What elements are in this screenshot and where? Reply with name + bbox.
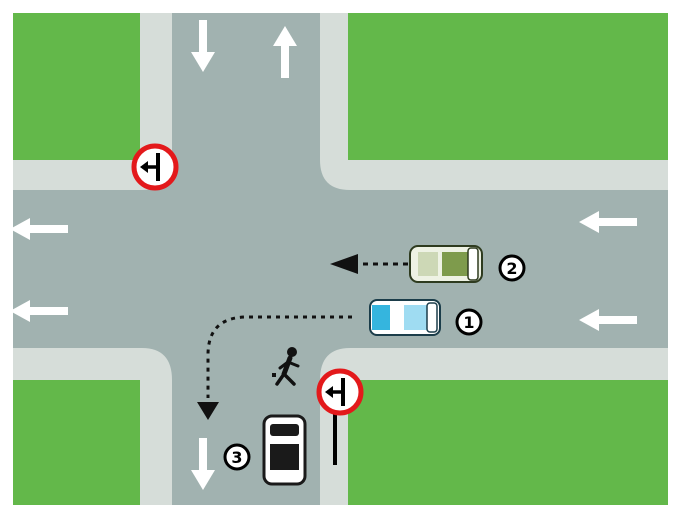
car-3	[262, 414, 307, 486]
car-1-number-badge: 1	[455, 308, 483, 336]
car-2-number-badge: 2	[498, 254, 526, 282]
car-1	[369, 299, 441, 336]
car-3-number: 3	[231, 448, 242, 467]
car-2-path	[330, 254, 408, 274]
sign-southeast	[319, 371, 361, 465]
sign-post	[333, 393, 337, 465]
no-left-turn-icon	[134, 146, 176, 188]
car-1-path	[197, 315, 352, 420]
car-1-number: 1	[463, 313, 474, 332]
car-2	[409, 245, 483, 283]
sign-northwest	[134, 146, 176, 188]
pedestrian-icon	[272, 347, 300, 386]
roads	[13, 13, 668, 505]
car-2-number: 2	[506, 259, 517, 278]
car-3-number-badge: 3	[223, 443, 251, 471]
no-left-turn-icon	[319, 371, 361, 413]
